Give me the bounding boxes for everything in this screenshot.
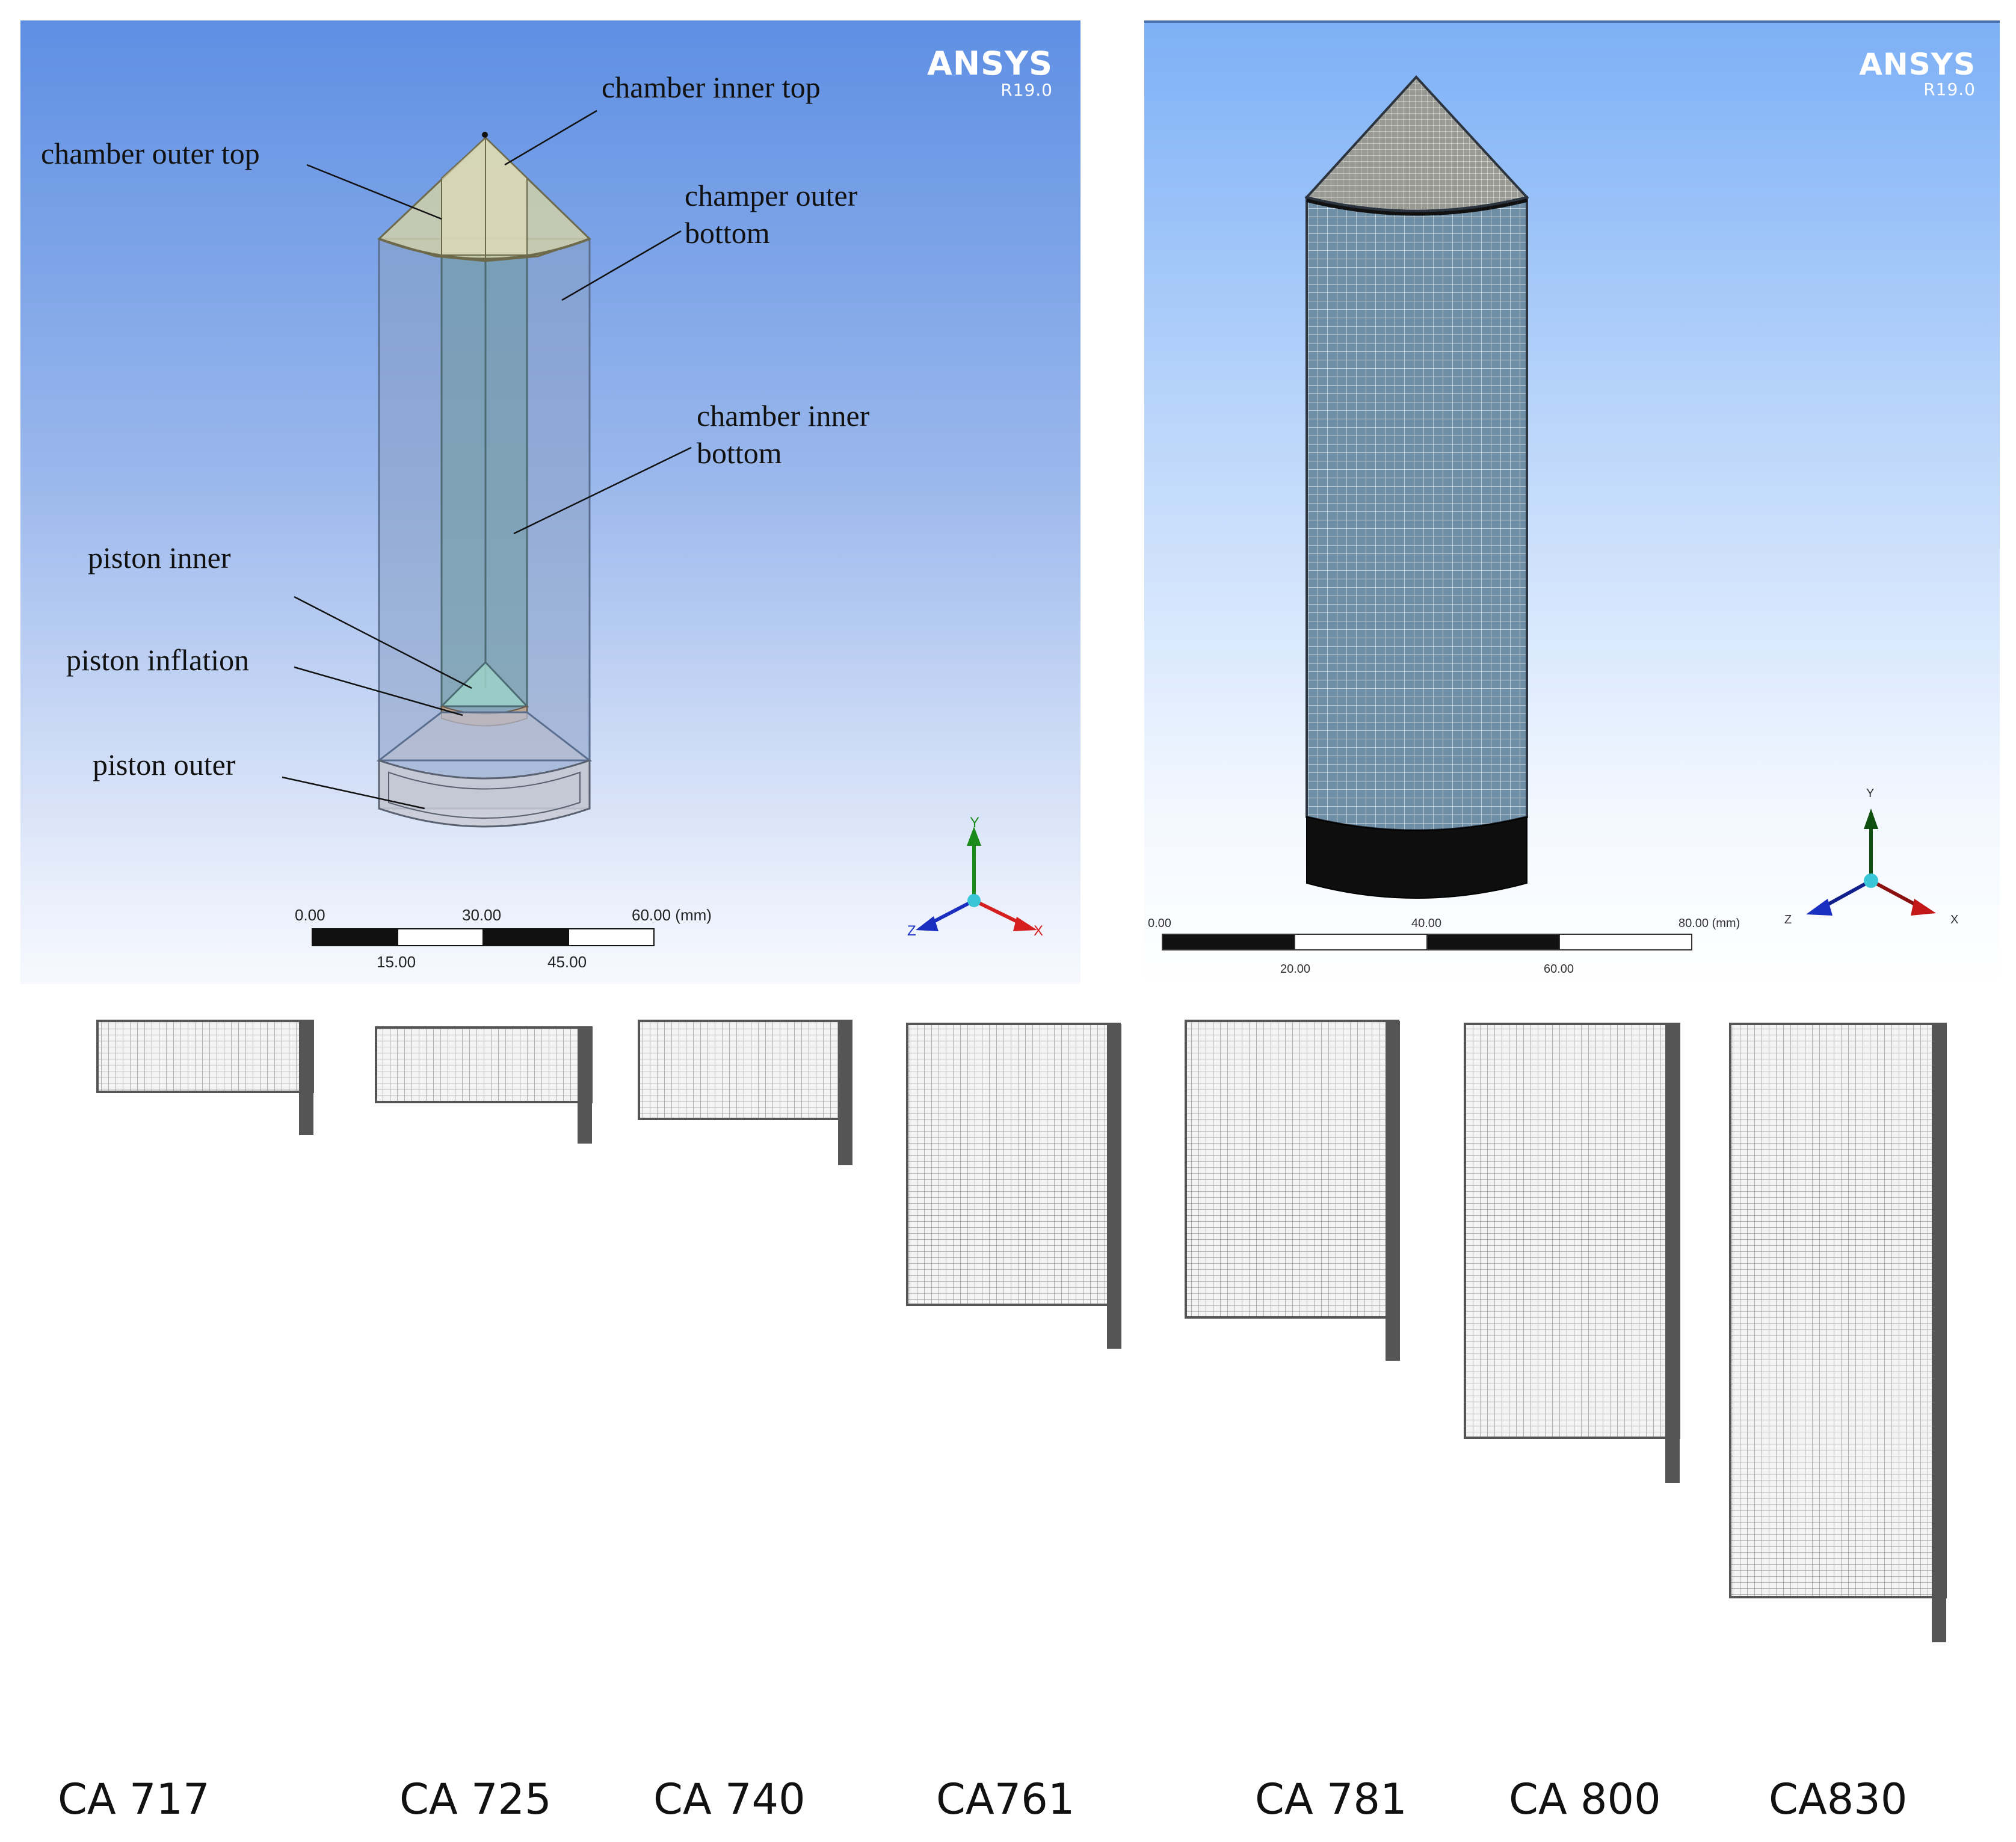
mesh-scale-tick-40: 40.00 [1411,917,1442,930]
chamber-inner-top-cone [441,137,528,256]
mesh-scale-tick-80: 80.00 (mm) [1678,917,1740,930]
mesh-cylinder [1305,196,1528,832]
mesh-scale-tick-20: 20.00 [1280,963,1311,976]
scale-tick-15: 15.00 [377,953,416,971]
axis-label-y: Y [970,815,980,831]
snapshot-ca781 [1185,1020,1400,1361]
mesh-axis-label-y: Y [1866,787,1875,800]
ansys-version: R19.0 [1000,80,1053,100]
label-ca-781: CA 781 [1255,1775,1407,1824]
axis-label-x: X [1034,923,1044,939]
chamber-inner-bottom-body [440,254,528,713]
snapshot-ca800 [1464,1023,1680,1483]
mesh-scale-tick-60: 60.00 [1544,963,1574,976]
ansys-logo: ANSYS R19.0 [927,45,1053,100]
axis-triad [916,827,1037,931]
mesh-piston-band [1306,816,1527,899]
axis-label-z: Z [907,923,916,939]
scale-tick-60: 60.00 (mm) [632,906,712,924]
label-chamber-outer-top: chamber outer top [41,137,260,170]
snapshot-ca830 [1729,1023,1947,1642]
snapshot-ca725 [375,1026,593,1144]
label-ca-717: CA 717 [58,1775,210,1824]
label-piston-inflation: piston inflation [66,643,250,677]
label-chamber-inner-top: chamber inner top [602,70,821,104]
geometry-viewport[interactable]: ANSYS R19.0 [20,20,1080,984]
label-ca-800: CA 800 [1509,1775,1661,1824]
mesh-axis-label-z: Z [1784,913,1792,926]
mesh-viewport[interactable]: ANSYS R19.0 [1144,20,2000,987]
label-ca-725: CA 725 [399,1775,552,1824]
label-champer-outer-bottom: champer outer bottom [685,179,858,250]
mesh-scale-tick-0: 0.00 [1148,917,1171,930]
label-ca-761: CA761 [936,1775,1075,1824]
snapshot-ca717 [96,1020,314,1135]
mesh-scale-bar [1162,934,1692,950]
label-ca-740: CA 740 [653,1775,806,1824]
snapshot-ca761 [906,1023,1121,1349]
ansys-logo-mesh: ANSYS R19.0 [1859,47,1976,99]
scale-tick-45: 45.00 [547,953,587,971]
geometry-drawing [282,109,1037,946]
mesh-axis-triad [1806,809,1936,916]
label-ca-830: CA830 [1769,1775,1908,1824]
mesh-cone [1304,75,1529,212]
ansys-version-mesh: R19.0 [1923,79,1976,99]
scale-bar [312,928,655,946]
label-chamber-inner-bottom: chamber inner bottom [697,399,870,470]
piston-outer-shape [378,759,591,828]
label-piston-inner: piston inner [88,541,231,574]
scale-tick-0: 0.00 [295,906,325,924]
leader-lines [282,109,692,810]
mesh-drawing [1162,75,1936,950]
snapshot-ca740 [638,1020,852,1165]
label-piston-outer: piston outer [93,748,236,781]
mesh-axis-label-x: X [1950,913,1959,926]
scale-tick-30: 30.00 [462,906,502,924]
